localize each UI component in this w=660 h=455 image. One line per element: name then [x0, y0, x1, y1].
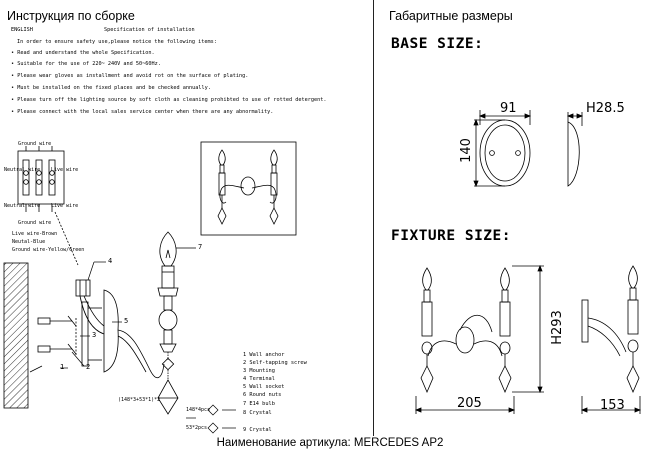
- english-label: ENGLISH: [11, 27, 33, 33]
- spec-line: • Must be installed on the fixed places …: [11, 85, 211, 91]
- legend-item: 9 Crystal: [243, 426, 272, 433]
- callout-7: 7: [198, 243, 203, 251]
- legend-item: 4 Terminal: [243, 376, 275, 383]
- fixture-depth-value: 153: [600, 398, 625, 413]
- fixture-side-view: [580, 265, 642, 414]
- fixture-front-view: [414, 264, 544, 414]
- spec-heading: Specification of installation: [104, 27, 195, 33]
- neutral-wire-label-1: Neutral wire: [4, 167, 41, 173]
- base-front-view: [473, 110, 532, 188]
- base-height-value: 140: [458, 138, 474, 163]
- anchors-screws: [37, 279, 165, 378]
- instructions-title: Инструкция по сборке: [7, 9, 135, 23]
- spec-line: • Please wear gloves as installment and …: [11, 73, 249, 79]
- legend-item: 8 Crystal: [243, 409, 272, 416]
- callout-3: 3: [92, 331, 97, 339]
- ground-wire-bottom-label: Ground wire: [18, 220, 52, 226]
- fixture-height-value: H293: [549, 310, 565, 345]
- candle-assembly: [157, 231, 179, 415]
- ground-wire-top-label: Ground wire: [18, 141, 52, 147]
- spec-line: In order to ensure safety use,please not…: [17, 39, 217, 45]
- inset-sconce-drawing: [200, 141, 297, 236]
- wire-color-live: Live wire-Brown: [12, 231, 58, 237]
- crystal-9-qty: 53*2pcs: [186, 425, 208, 431]
- section-divider: [373, 0, 374, 436]
- callout-1: 1: [60, 363, 65, 371]
- spec-line: • Please connect with the local sales se…: [11, 109, 274, 115]
- fixture-width-value: 205: [457, 396, 482, 411]
- base-depth-value: H28.5: [586, 101, 625, 116]
- base-width-value: 91: [500, 101, 517, 116]
- spec-line: • Read and understand the whole Specific…: [11, 50, 155, 56]
- callout-4: 4: [108, 257, 113, 265]
- legend-item: 3 Mounting: [243, 368, 275, 375]
- legend-item: 6 Round nuts: [243, 392, 282, 399]
- parts-legend: 1 Wall anchor 2 Self-tapping screw 3 Mou…: [243, 351, 307, 434]
- wall-section: [3, 262, 29, 409]
- crystal-8-qty: 148*4pcs: [186, 407, 211, 413]
- crystal-8-size: (148*3+53*1)*2: [118, 397, 161, 403]
- fixture-size-title: FIXTURE SIZE:: [391, 228, 511, 244]
- legend-item: 1 Wall anchor: [243, 352, 285, 358]
- spec-line: • Please turn off the lighting source by…: [11, 97, 327, 103]
- neutral-wire-label-2: Neutral wire: [4, 203, 41, 209]
- legend-item: 5 Wall socket: [243, 384, 285, 391]
- dimensions-title: Габаритные размеры: [389, 9, 513, 23]
- base-side-view: [566, 112, 584, 187]
- base-size-title: BASE SIZE:: [391, 36, 484, 52]
- spec-line: • Suitable for the use of 220~ 240V and …: [11, 61, 161, 67]
- callout-2: 2: [86, 363, 91, 371]
- live-wire-label-1: Live wire: [51, 167, 79, 173]
- legend-item: 2 Self-tapping screw: [243, 360, 307, 367]
- callout-5: 5: [124, 317, 129, 325]
- wire-color-ground: Ground wire-Yellow/Green: [12, 247, 85, 253]
- live-wire-label-2: Live wire: [51, 203, 79, 209]
- legend-item: 7 E14 bulb: [243, 400, 275, 407]
- article-name: Наименование артикула: MERCEDES AP2: [216, 437, 444, 449]
- wire-color-neutral: Neutal-Blue: [12, 239, 46, 245]
